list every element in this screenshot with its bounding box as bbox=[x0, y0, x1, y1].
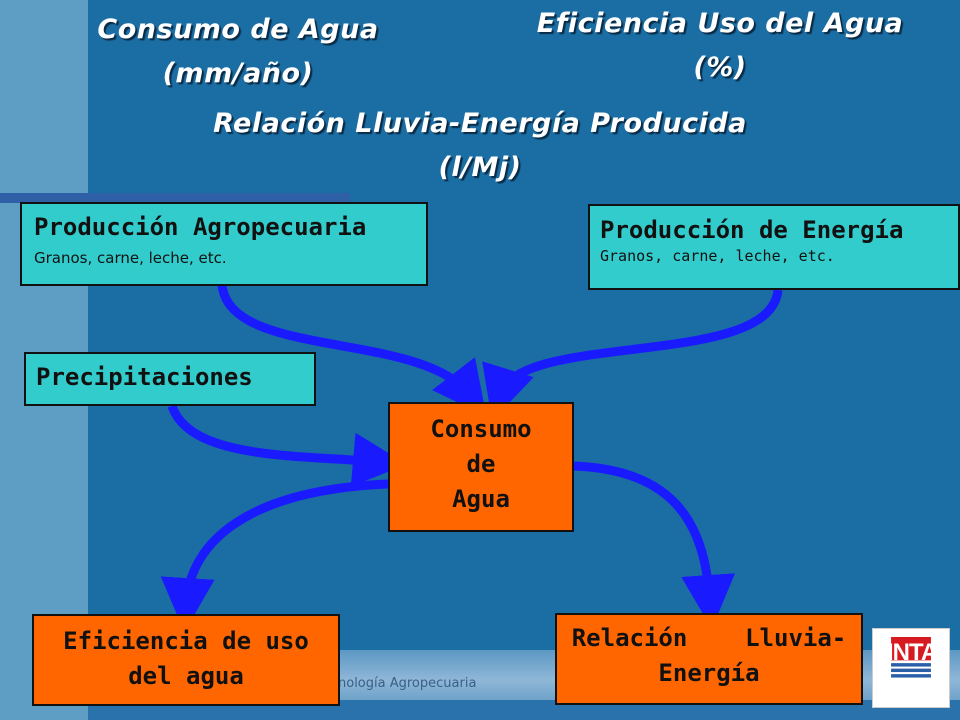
inta-logo-text: INTA bbox=[887, 639, 938, 666]
eficiencia-uso-agua-box: Eficiencia de uso del agua bbox=[32, 614, 340, 706]
eficiencia-title-line1: Eficiencia Uso del Agua bbox=[536, 8, 904, 39]
left-decor-band bbox=[0, 193, 350, 203]
eficiencia-line2: del agua bbox=[128, 661, 244, 690]
arrow-energia-to-consumo bbox=[482, 289, 783, 421]
relacion-lluvia-energia-box: Relación Lluvia- Energía bbox=[555, 613, 863, 705]
precipitaciones-title: Precipitaciones bbox=[36, 363, 253, 391]
arrow-agro-to-consumo bbox=[217, 284, 487, 417]
arrow-consumo-to-eficiencia bbox=[160, 479, 389, 632]
eficiencia-title-line2: (%) bbox=[693, 52, 747, 83]
consumo-line1: Consumo bbox=[430, 415, 532, 443]
relacion-title-line1: Relación Lluvia-Energía Producida bbox=[213, 108, 747, 139]
relacion-title-line2: (l/Mj) bbox=[438, 152, 522, 183]
produccion-agropecuaria-subtitle: Granos, carne, leche, etc. bbox=[34, 249, 227, 267]
inta-logo: INTA bbox=[872, 628, 950, 708]
relacion-line2: Energía bbox=[658, 658, 760, 687]
arrow-consumo-to-relacion bbox=[573, 461, 736, 629]
arrow-precip-to-consumo bbox=[167, 404, 407, 487]
produccion-energia-box: Producción de Energía Granos, carne, lec… bbox=[588, 204, 960, 290]
consumo-title-line2: (mm/año) bbox=[162, 58, 314, 89]
relacion-line1: Relación Lluvia- bbox=[571, 624, 847, 652]
footer-text: nología Agropecuaria bbox=[338, 676, 477, 691]
produccion-energia-subtitle: Granos, carne, leche, etc. bbox=[600, 247, 835, 265]
consumo-agua-box: Consumo de Agua bbox=[388, 402, 574, 532]
consumo-line3: Agua bbox=[452, 484, 510, 513]
produccion-energia-title: Producción de Energía bbox=[600, 216, 904, 244]
eficiencia-line1: Eficiencia de uso bbox=[63, 627, 309, 655]
consumo-title-line1: Consumo de Agua bbox=[97, 14, 379, 45]
produccion-agropecuaria-box: Producción Agropecuaria Granos, carne, l… bbox=[20, 202, 428, 286]
inta-logo-mark bbox=[891, 637, 931, 678]
consumo-line2: de bbox=[466, 449, 496, 478]
precipitaciones-box: Precipitaciones bbox=[24, 352, 316, 406]
produccion-agropecuaria-title: Producción Agropecuaria bbox=[34, 213, 367, 241]
